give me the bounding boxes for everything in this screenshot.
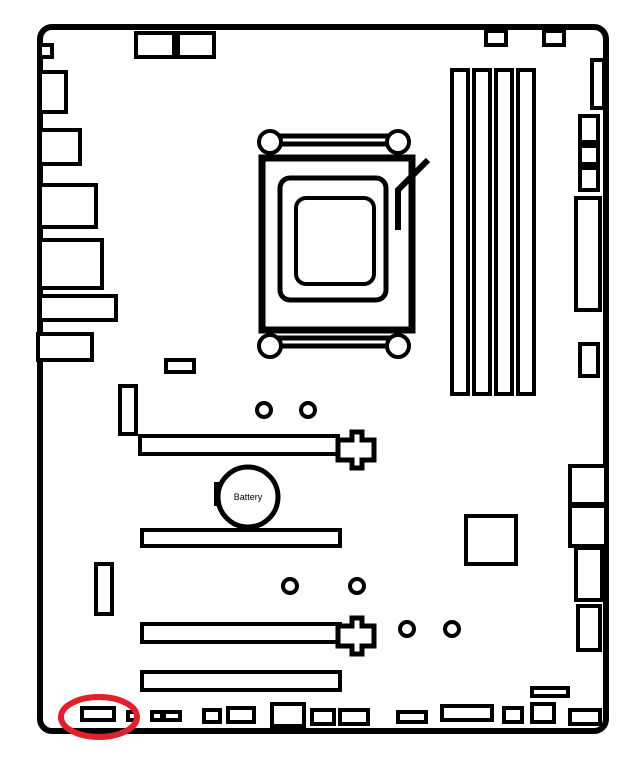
cpu-socket-bottom-bracket [278,335,398,349]
battery-cell [215,464,281,530]
dimm-slot-4 [516,68,536,396]
bottom-header-10 [396,710,428,724]
pcie-slot-4 [140,670,342,692]
standoff [398,620,416,638]
rear-io-antenna [38,43,54,59]
top-connectors [134,29,566,59]
cpu-power-connector-2 [176,31,216,59]
highlight-ellipse [58,694,140,740]
fan-header-top-1 [484,29,508,47]
pcie-slot-2 [140,528,342,548]
fan-header-top-2 [542,29,566,47]
cpu-mount-hole [257,333,283,359]
sata-connector-2 [568,504,608,548]
cpu-mount-hole [257,129,283,155]
cpu-socket-top-bracket [278,133,398,147]
standoff [443,620,461,638]
standoff [348,577,366,595]
right-header-2 [578,114,600,144]
standoff [299,401,317,419]
cpu-power-connector-1 [134,31,176,59]
bottom-header-13 [530,702,556,724]
standoff [255,401,273,419]
header-bottom-right [530,686,570,698]
rear-io-usb-1 [38,70,68,114]
sata-connector-1 [568,464,608,506]
small-header-left [164,358,196,374]
pcie-slots [138,429,377,692]
cpu-socket-lever [395,157,431,230]
m2-slot-top [118,384,138,436]
bottom-header-14 [568,708,602,726]
battery-label: Battery [234,492,263,502]
bottom-header-9 [338,708,370,726]
cpu-socket [258,133,431,349]
right-header-4 [578,166,600,192]
right-header-7 [576,604,602,652]
rear-io-usb-2 [38,128,82,166]
front-audio-header [80,706,116,722]
bottom-header-6 [226,706,256,724]
pcie-slot-1-latch [335,429,377,471]
pcie-slot-1 [138,434,340,456]
m2-slot-bottom [94,562,114,616]
right-header-5 [578,342,600,378]
dimm-slots [450,68,536,396]
pcie-slot-3-latch [335,615,377,657]
bottom-header-4 [162,710,182,722]
bottom-header-5 [202,708,222,724]
bottom-header-8 [310,708,336,726]
rear-io-usbc [38,294,118,322]
bottom-header-7 [270,702,306,728]
right-header-1 [590,58,606,110]
m2-standoffs [255,401,461,638]
chipset [464,514,518,566]
cpu-socket-frame [258,154,416,334]
rear-io-hdmi [38,238,104,290]
rear-io-lan [38,183,98,229]
bottom-header-11 [440,704,494,722]
bottom-connectors [80,702,602,728]
atx-power-connector [574,196,602,312]
rear-io [36,43,118,362]
cpu-mount-hole [385,333,411,359]
pcie-slot-3 [140,622,342,644]
dimm-slot-1 [450,68,470,396]
dimm-slot-2 [472,68,492,396]
cpu-socket-die [294,196,376,286]
rear-io-audio [36,332,94,362]
bottom-header-3 [150,710,164,722]
standoff [281,577,299,595]
cpu-mount-hole [385,129,411,155]
cpu-mount-holes [257,129,411,359]
dimm-slot-3 [494,68,514,396]
cpu-socket-inner [277,175,389,303]
bottom-header-12 [502,706,524,724]
right-header-6 [574,546,604,602]
right-header-3 [578,144,600,166]
right-edge-connectors [568,58,608,652]
cmos-battery [214,464,281,530]
